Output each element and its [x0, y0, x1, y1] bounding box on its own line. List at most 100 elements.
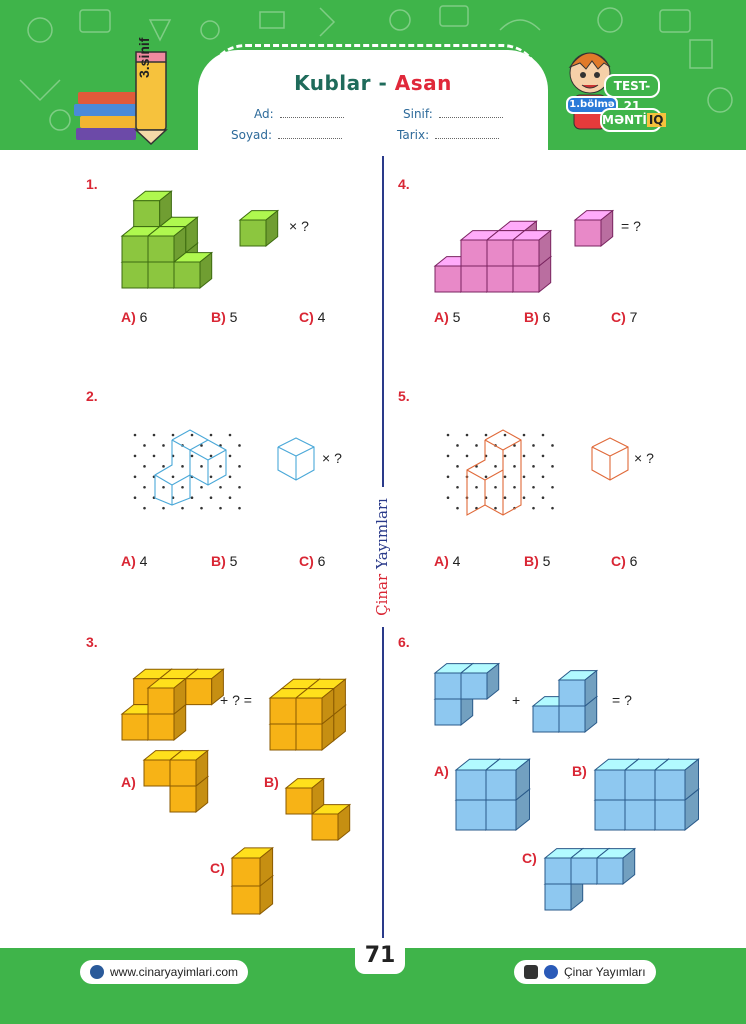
option-a[interactable]: A) — [434, 763, 449, 779]
option-c[interactable]: C) 6 — [299, 553, 325, 569]
grid-dot — [162, 444, 165, 447]
field-ad-line[interactable] — [279, 108, 344, 118]
cube-face — [295, 697, 323, 725]
option-value: 5 — [452, 309, 461, 325]
question-number: 6. — [398, 634, 410, 650]
grid-dot — [200, 506, 203, 510]
grid-dot — [532, 485, 535, 489]
books-pencil-illustration — [74, 51, 168, 146]
option-value: 6 — [542, 309, 551, 325]
grid-dot — [209, 433, 213, 437]
question-number: 2. — [86, 388, 98, 404]
option-b[interactable]: B) — [264, 774, 279, 790]
cube-face — [594, 799, 626, 831]
option-b[interactable]: B) 5 — [211, 309, 237, 325]
option-c[interactable]: C) 4 — [299, 309, 325, 325]
cube-face — [532, 705, 560, 733]
option-value: 4 — [452, 553, 461, 569]
grid-dot — [484, 433, 488, 437]
cube-face — [337, 803, 351, 842]
field-ad: Ad: — [254, 107, 344, 121]
grid-dot — [228, 496, 232, 500]
grid-dot — [446, 475, 450, 479]
title-level: Asan — [394, 71, 452, 95]
grid-dot — [209, 454, 213, 458]
option-key: B) — [211, 553, 226, 569]
option-a[interactable]: A) — [121, 774, 136, 790]
grid-dot — [209, 475, 213, 479]
cube-face — [558, 679, 586, 707]
social-name[interactable]: Çinar Yayımları — [564, 965, 646, 979]
cube-face — [460, 265, 488, 293]
cube-face — [185, 678, 213, 706]
cube-face — [169, 759, 197, 787]
cube-face — [596, 857, 624, 885]
cube-face — [515, 758, 530, 802]
subject-label: MƏNTİ — [602, 113, 647, 127]
grid-dot — [551, 506, 554, 510]
grid-dot — [522, 454, 526, 458]
field-sinif-line[interactable] — [438, 108, 503, 118]
website-link[interactable]: www.cinaryayimlari.com — [110, 965, 239, 979]
cube-face — [434, 265, 462, 293]
question-4-operator: = ? — [621, 218, 641, 234]
option-key: B) — [211, 309, 226, 325]
option-b[interactable]: B) 5 — [211, 553, 237, 569]
grid-dot — [484, 475, 488, 479]
website-pill[interactable]: www.cinaryayimlari.com — [80, 960, 249, 984]
cube-face — [460, 239, 488, 267]
option-a[interactable]: A) 4 — [121, 553, 147, 569]
grid-dot — [522, 496, 526, 500]
title-separator: - — [371, 71, 395, 95]
instagram-icon — [524, 965, 538, 979]
question-number: 5. — [398, 388, 410, 404]
cube-face — [594, 769, 626, 801]
cube-face — [311, 777, 325, 816]
grid-dot — [133, 433, 137, 437]
grid-dot — [503, 454, 507, 458]
option-a[interactable]: A) 6 — [121, 309, 147, 325]
grid-dot — [541, 454, 545, 458]
grid-dot — [238, 444, 241, 447]
grid-dot — [181, 485, 184, 489]
option-b[interactable]: B) 6 — [524, 309, 550, 325]
question-5-operator: × ? — [634, 450, 654, 466]
grid-dot — [238, 506, 241, 510]
grid-dot — [162, 465, 165, 468]
option-b[interactable]: B) 5 — [524, 553, 550, 569]
option-b[interactable]: B) — [572, 763, 587, 779]
grid-dot — [200, 444, 203, 447]
grid-dot — [190, 496, 194, 500]
option-c[interactable]: C) — [522, 850, 537, 866]
field-sinif-label: Sinif: — [403, 107, 433, 121]
option-c[interactable]: C) 6 — [611, 553, 637, 569]
grid-dot — [133, 454, 137, 458]
option-c[interactable]: C) 7 — [611, 309, 637, 325]
grid-dot — [513, 465, 516, 468]
social-pill[interactable]: Çinar Yayımları — [514, 960, 656, 984]
grid-dot — [522, 433, 526, 437]
cube-face — [211, 668, 224, 706]
grid-dot — [143, 485, 146, 489]
cube-face — [269, 723, 297, 751]
wire-edge — [591, 437, 629, 481]
grid-dot — [152, 433, 156, 437]
field-soyad-line[interactable] — [278, 129, 343, 139]
cube-face — [311, 813, 339, 841]
option-key: A) — [121, 309, 136, 325]
question-2-operator: × ? — [322, 450, 342, 466]
option-a[interactable]: A) 4 — [434, 553, 460, 569]
cube-face — [321, 687, 335, 726]
grid-dot — [152, 454, 156, 458]
grid-dot — [143, 506, 146, 510]
field-tarix-line[interactable] — [435, 129, 500, 139]
option-c[interactable]: C) — [210, 860, 225, 876]
grid-dot — [465, 454, 469, 458]
cube-face — [195, 749, 209, 788]
grid-dot — [171, 433, 175, 437]
option-a[interactable]: A) 5 — [434, 309, 460, 325]
grid-dot — [446, 454, 450, 458]
cube-face — [265, 209, 279, 248]
cube-face — [485, 799, 517, 831]
